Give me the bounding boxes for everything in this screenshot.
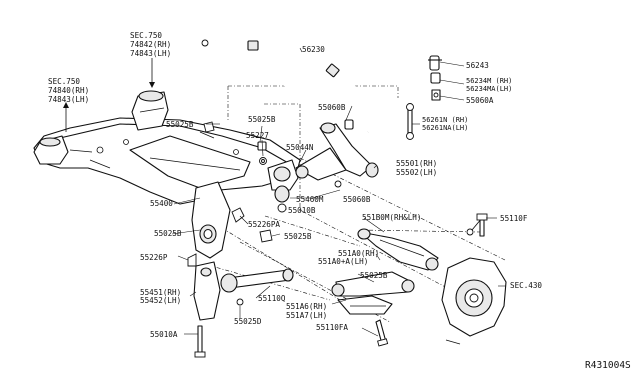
label-55501: 55501(RH) [396, 159, 437, 168]
label-55110fa: 55110FA [316, 323, 348, 332]
label-55060a: 55060A [466, 96, 494, 105]
label-sec750-top: SEC.750 [130, 31, 162, 40]
stabilizer-bar [201, 39, 372, 133]
label-551a6: 551A6(RH) [286, 302, 327, 311]
toe-link [220, 268, 294, 306]
label-55025b-b: 55025B [248, 115, 276, 124]
label-55226pa: 55226PA [248, 220, 280, 229]
label-55025b-e: 55025B [360, 271, 388, 280]
label-56230: 56230 [302, 45, 325, 54]
label-55025b-a: 55025B [166, 120, 194, 129]
leader-lines [171, 47, 506, 337]
label-55502: 55502(LH) [396, 168, 437, 177]
label-551b0m: 551B0M(RH&LH) [362, 213, 421, 222]
label-55400: 55400 [150, 199, 173, 208]
lower-bracket [187, 213, 488, 358]
label-55025b-c: 55025B [154, 229, 182, 238]
label-56261n: 56261N (RH) [422, 116, 468, 124]
label-55226p: 55226P [140, 253, 168, 262]
label-55110f: 55110F [500, 214, 528, 223]
label-74843-lh-left: 74843(LH) [48, 95, 89, 104]
part-labels: SEC.750 74842(RH) 74843(LH) SEC.750 7484… [48, 31, 631, 371]
lower-control-arm [357, 217, 483, 271]
label-sec430: SEC.430 [510, 281, 542, 290]
assembly-outline-dashed [207, 85, 506, 323]
label-74842-rh: 74842(RH) [130, 40, 171, 49]
label-56261na: 56261NA(LH) [422, 124, 468, 132]
rear-subframe [33, 90, 301, 259]
label-55025b-d: 55025B [284, 232, 312, 241]
label-74840-rh: 74840(RH) [48, 86, 89, 95]
label-74843-lh: 74843(LH) [130, 49, 171, 58]
label-55227: 55227 [246, 131, 269, 140]
diagram-reference-code: R431004S [585, 360, 631, 371]
upper-link-arm [295, 119, 379, 188]
label-55044n: 55044N [286, 143, 314, 152]
label-55010a: 55010A [150, 330, 178, 339]
stabilizer-bushing-left [247, 40, 259, 51]
label-55025d: 55025D [234, 317, 262, 326]
label-551a0: 551A0(RH) [338, 249, 379, 258]
label-55460m: 55460M [296, 195, 324, 204]
stabilizer-bushing-right [325, 63, 340, 78]
label-55060b-top: 55060B [318, 103, 346, 112]
label-sec750-left: SEC.750 [48, 77, 80, 86]
sec-arrows [63, 58, 155, 132]
label-55110q: 55110Q [258, 294, 286, 303]
lower-link-arms [331, 271, 415, 315]
label-551a7: 551A7(LH) [286, 311, 327, 320]
label-55451: 55451(RH) [140, 288, 181, 297]
label-55060b: 55060B [343, 195, 371, 204]
center-hardware [203, 121, 290, 243]
stabilizer-link-parts [406, 55, 442, 140]
label-56234m: 56234M (RH) [466, 77, 512, 85]
label-55452: 55452(LH) [140, 296, 181, 305]
label-56243: 56243 [466, 61, 489, 70]
label-551a0a: 551A0+A(LH) [318, 257, 368, 266]
label-55010b: 55010B [288, 206, 316, 215]
label-56234ma: 56234MA(LH) [466, 85, 512, 93]
rear-knuckle [441, 257, 507, 345]
